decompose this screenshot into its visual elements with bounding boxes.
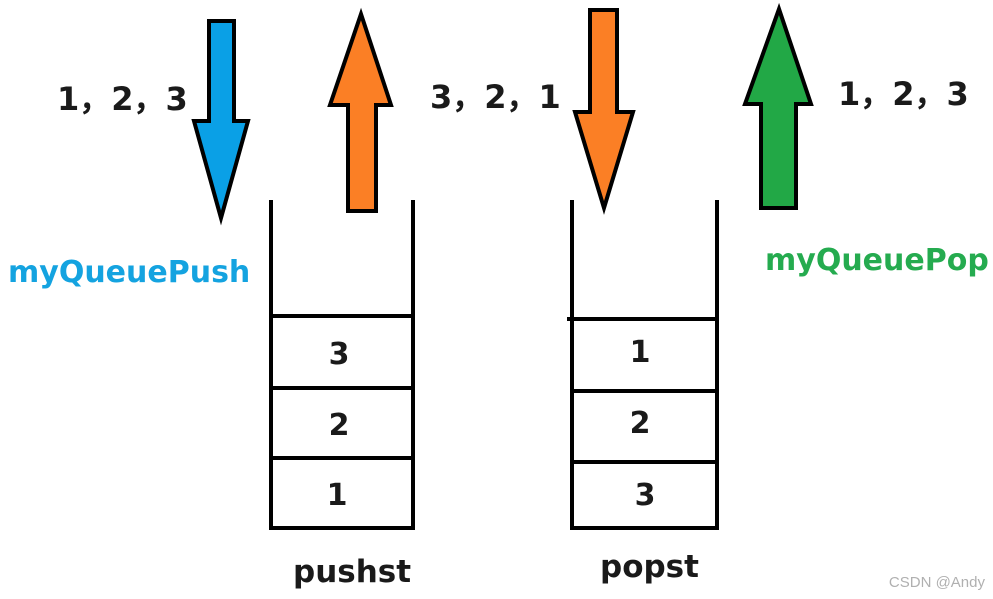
pushst-cell: 2	[329, 408, 350, 443]
pushst-cell: 1	[327, 478, 348, 513]
pop-up-arrow	[742, 2, 814, 210]
popst-label: popst	[600, 549, 699, 585]
popst-cell: 1	[630, 335, 651, 370]
pushst-stack: 3 2 1	[269, 200, 415, 530]
pushst-cell: 3	[329, 337, 350, 372]
push-input-sequence: 1，2，3	[57, 80, 188, 118]
popst-cell: 2	[630, 406, 651, 441]
pop-function-label: myQueuePop	[765, 243, 989, 278]
push-function-label: myQueuePush	[8, 255, 250, 290]
push-down-arrow	[191, 19, 251, 226]
popst-container	[570, 200, 719, 530]
transfer-up-arrow	[327, 7, 394, 213]
pushst-container	[269, 200, 415, 530]
popst-stack: 1 2 3	[567, 200, 719, 530]
transfer-down-arrow	[572, 8, 636, 215]
popst-cell: 3	[635, 478, 656, 513]
watermark: CSDN @Andy	[889, 574, 986, 591]
pushst-label: pushst	[293, 554, 411, 590]
transfer-sequence: 3，2，1	[430, 78, 561, 116]
pop-output-sequence: 1，2，3	[838, 75, 969, 113]
